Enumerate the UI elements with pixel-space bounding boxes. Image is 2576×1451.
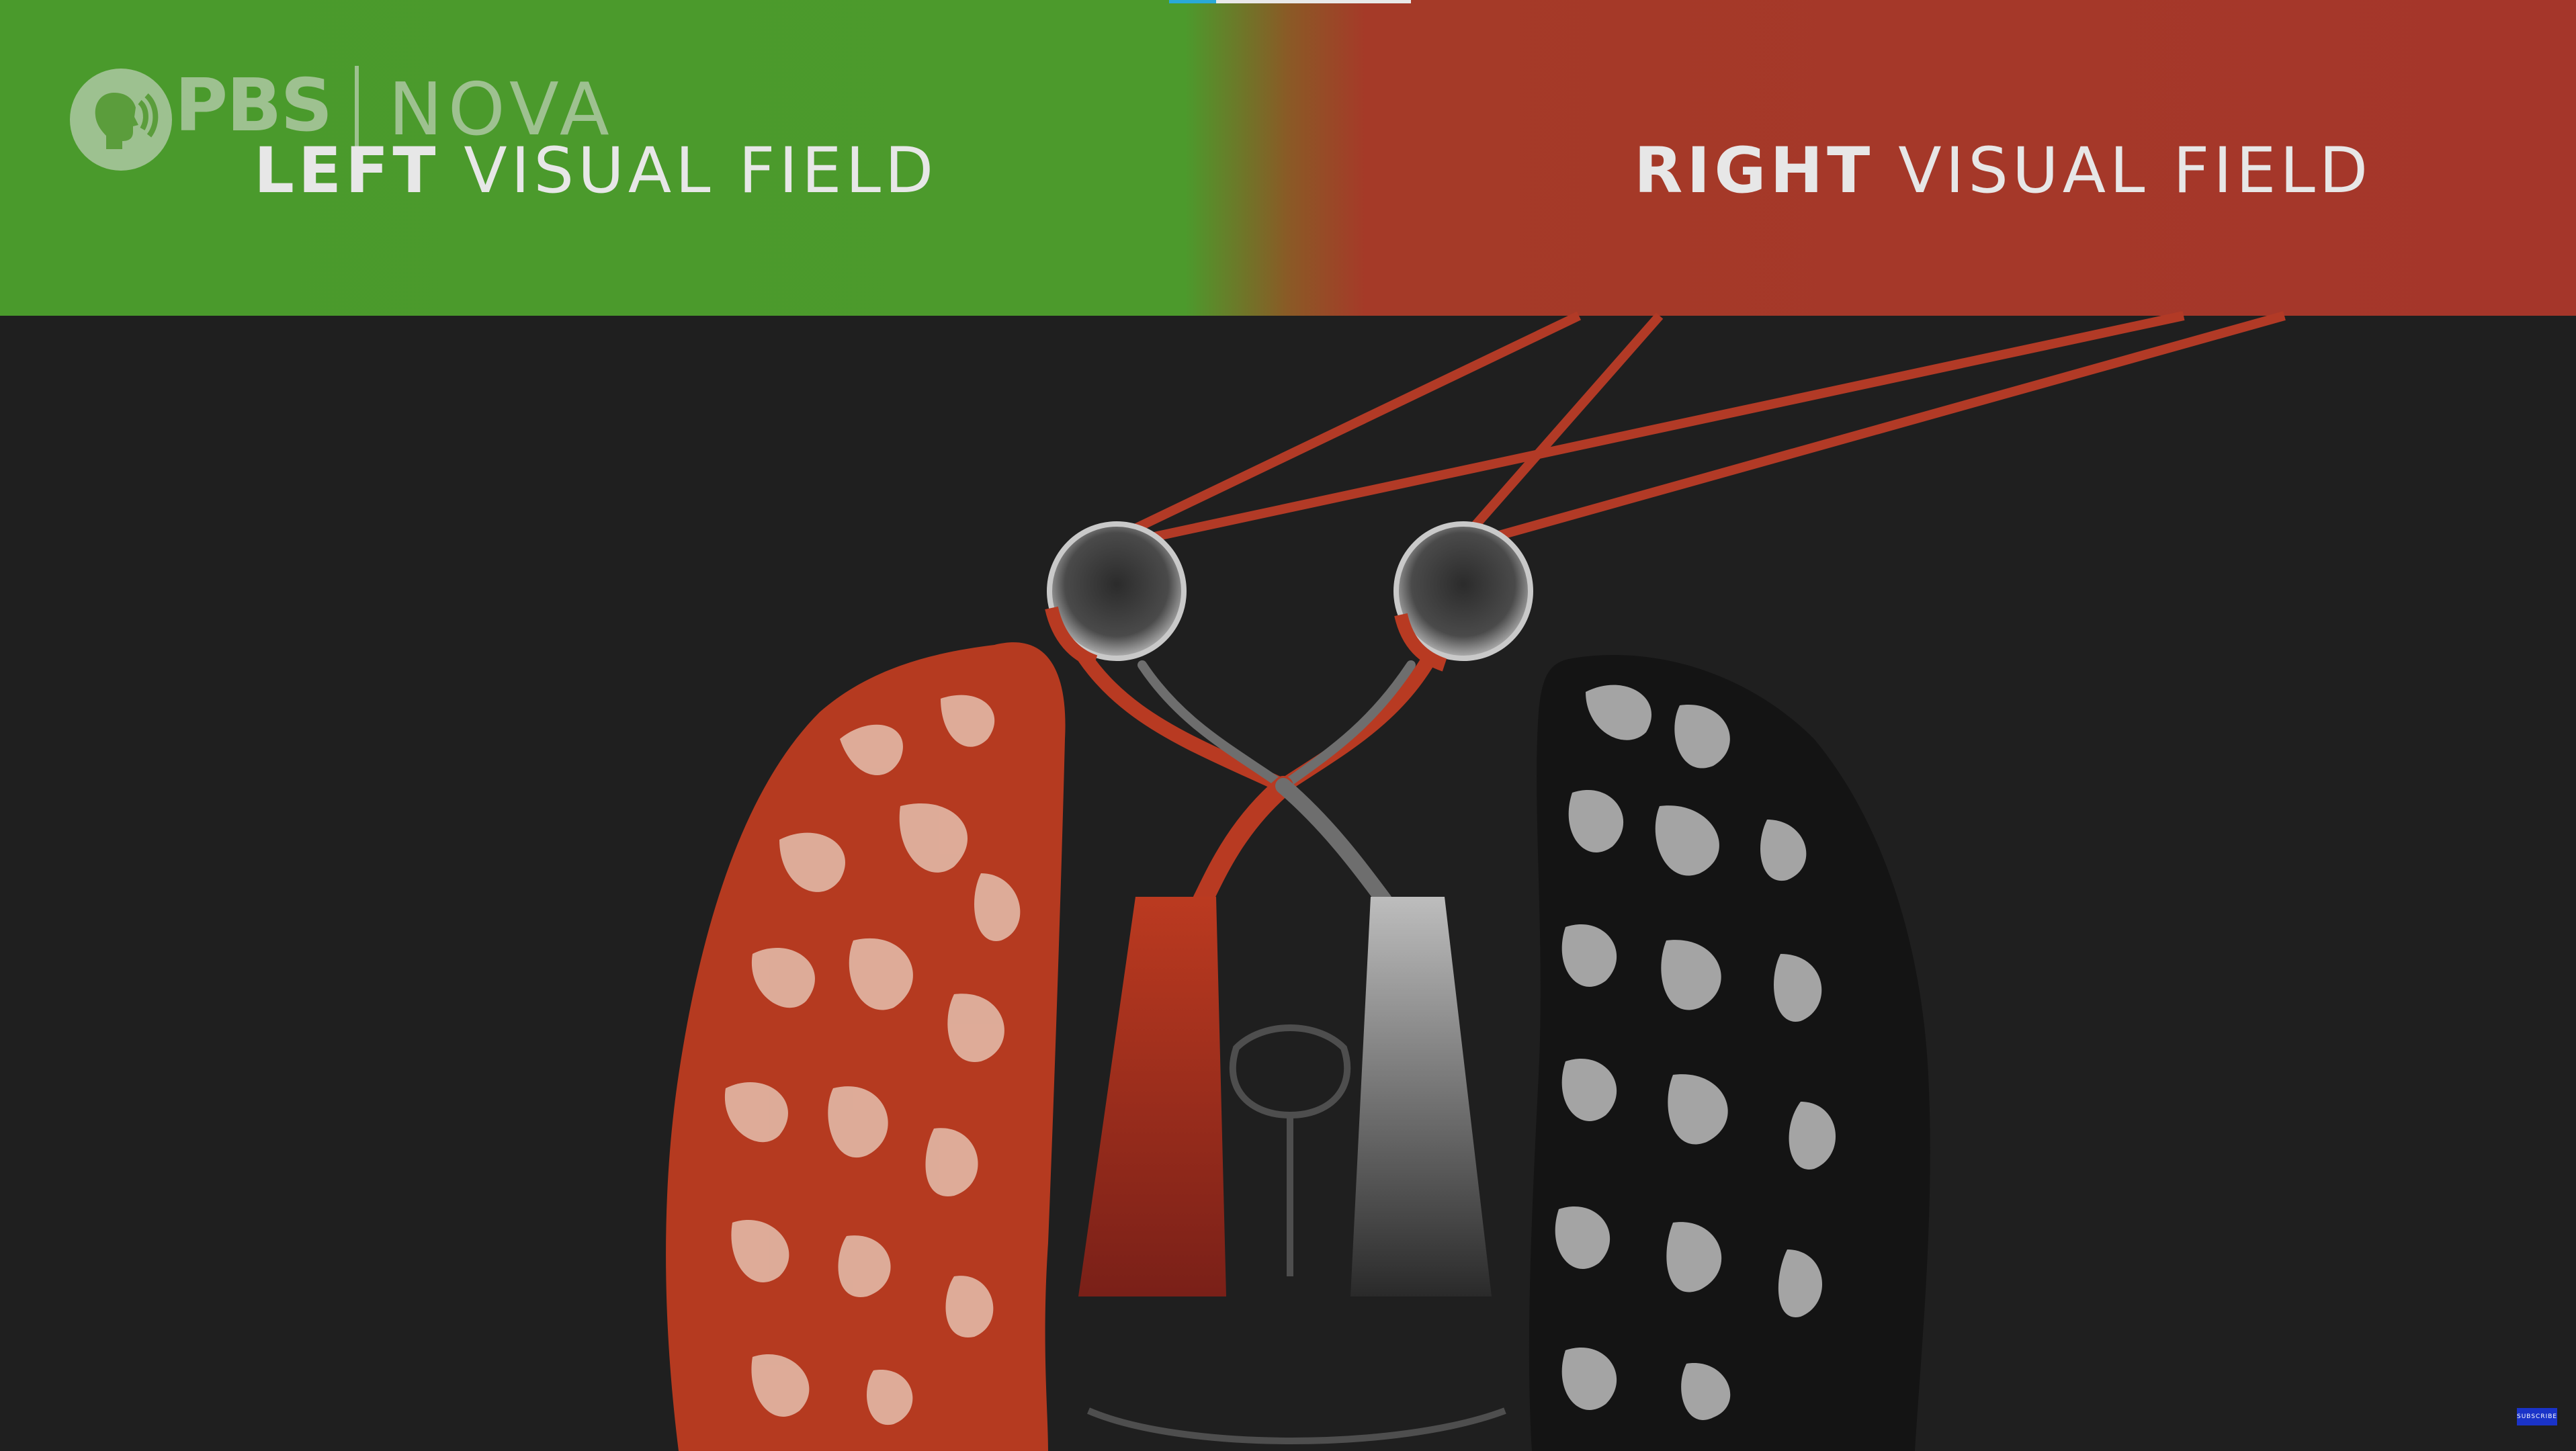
progress-bar[interactable] xyxy=(1169,0,1411,3)
visual-field-banner xyxy=(0,0,2576,316)
right-hemisphere xyxy=(1529,655,1930,1451)
light-ray xyxy=(1125,311,2185,547)
right-eye xyxy=(1393,521,1533,672)
progress-played xyxy=(1169,0,1216,3)
right-label-rest: VISUAL FIELD xyxy=(1874,134,2372,208)
light-ray xyxy=(1114,311,1582,542)
pbs-head-icon xyxy=(70,69,172,171)
left-hemisphere xyxy=(666,642,1066,1451)
left-visual-field-label: LEFT VISUAL FIELD xyxy=(254,140,937,203)
left-label-strong: LEFT xyxy=(254,134,440,208)
light-ray xyxy=(1471,311,2286,547)
left-optic-tract xyxy=(1078,897,1226,1296)
right-optic-tract xyxy=(1350,897,1492,1296)
brainstem xyxy=(1087,1024,1506,1444)
pbs-wordmark: PBS xyxy=(175,64,333,148)
left-label-rest: VISUAL FIELD xyxy=(439,134,938,208)
right-label-strong: RIGHT xyxy=(1634,134,1875,208)
logo-divider xyxy=(355,66,359,167)
light-ray xyxy=(1461,312,1664,541)
right-visual-field-label: RIGHT VISUAL FIELD xyxy=(1634,140,2372,203)
subscribe-button[interactable]: SUBSCRIBE xyxy=(2517,1408,2557,1425)
light-rays xyxy=(1114,311,2286,547)
nova-wordmark: NOVA xyxy=(388,68,615,152)
left-eye xyxy=(1045,521,1187,668)
